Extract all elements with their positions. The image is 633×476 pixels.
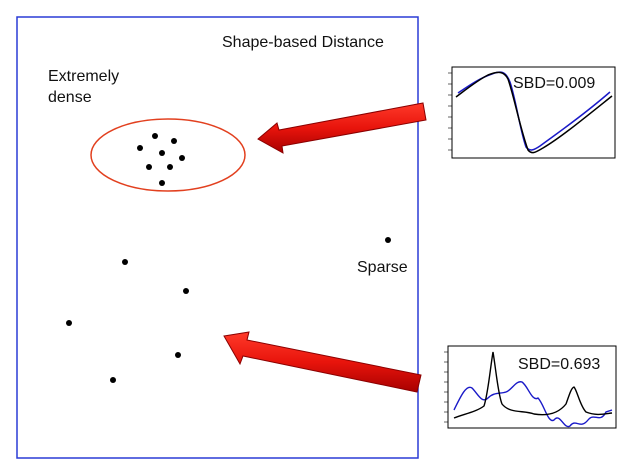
sbd-label-1: SBD=0.009 xyxy=(513,75,596,92)
arrow-to-sparse xyxy=(223,331,422,393)
dense-label-line2: dense xyxy=(48,89,92,106)
panel-2-series-blue xyxy=(453,381,613,428)
sbd-label-2: SBD=0.693 xyxy=(518,356,601,373)
sparse-point xyxy=(122,259,128,265)
arrow-to-dense xyxy=(257,102,427,154)
dense-points xyxy=(137,133,185,186)
dense-point xyxy=(159,150,165,156)
dense-point xyxy=(179,155,185,161)
dense-point xyxy=(152,133,158,139)
panel-2-ticks xyxy=(444,351,448,423)
panel-1-series-black xyxy=(455,71,613,154)
panel-1-ticks xyxy=(448,72,452,151)
dense-point xyxy=(137,145,143,151)
dense-point xyxy=(167,164,173,170)
sparse-point xyxy=(66,320,72,326)
dense-label-line1: Extremely xyxy=(48,68,120,85)
comparison-panel-1 xyxy=(448,66,616,159)
diagram-title: Shape-based Distance xyxy=(222,34,384,51)
sparse-point xyxy=(183,288,189,294)
sparse-point xyxy=(175,352,181,358)
main-frame xyxy=(16,16,419,459)
sparse-point xyxy=(110,377,116,383)
dense-point xyxy=(159,180,165,186)
panel-2-series-black xyxy=(453,351,613,419)
dense-cluster-ellipse xyxy=(90,118,246,192)
sparse-point xyxy=(385,237,391,243)
dense-point xyxy=(146,164,152,170)
dense-point xyxy=(171,138,177,144)
dense-cluster-label: Extremely dense xyxy=(48,66,119,108)
sparse-label: Sparse xyxy=(357,259,408,276)
panel-1-frame xyxy=(451,66,616,159)
comparison-panel-2 xyxy=(444,345,617,429)
panel-2-frame xyxy=(447,345,617,429)
sparse-points xyxy=(66,237,391,383)
